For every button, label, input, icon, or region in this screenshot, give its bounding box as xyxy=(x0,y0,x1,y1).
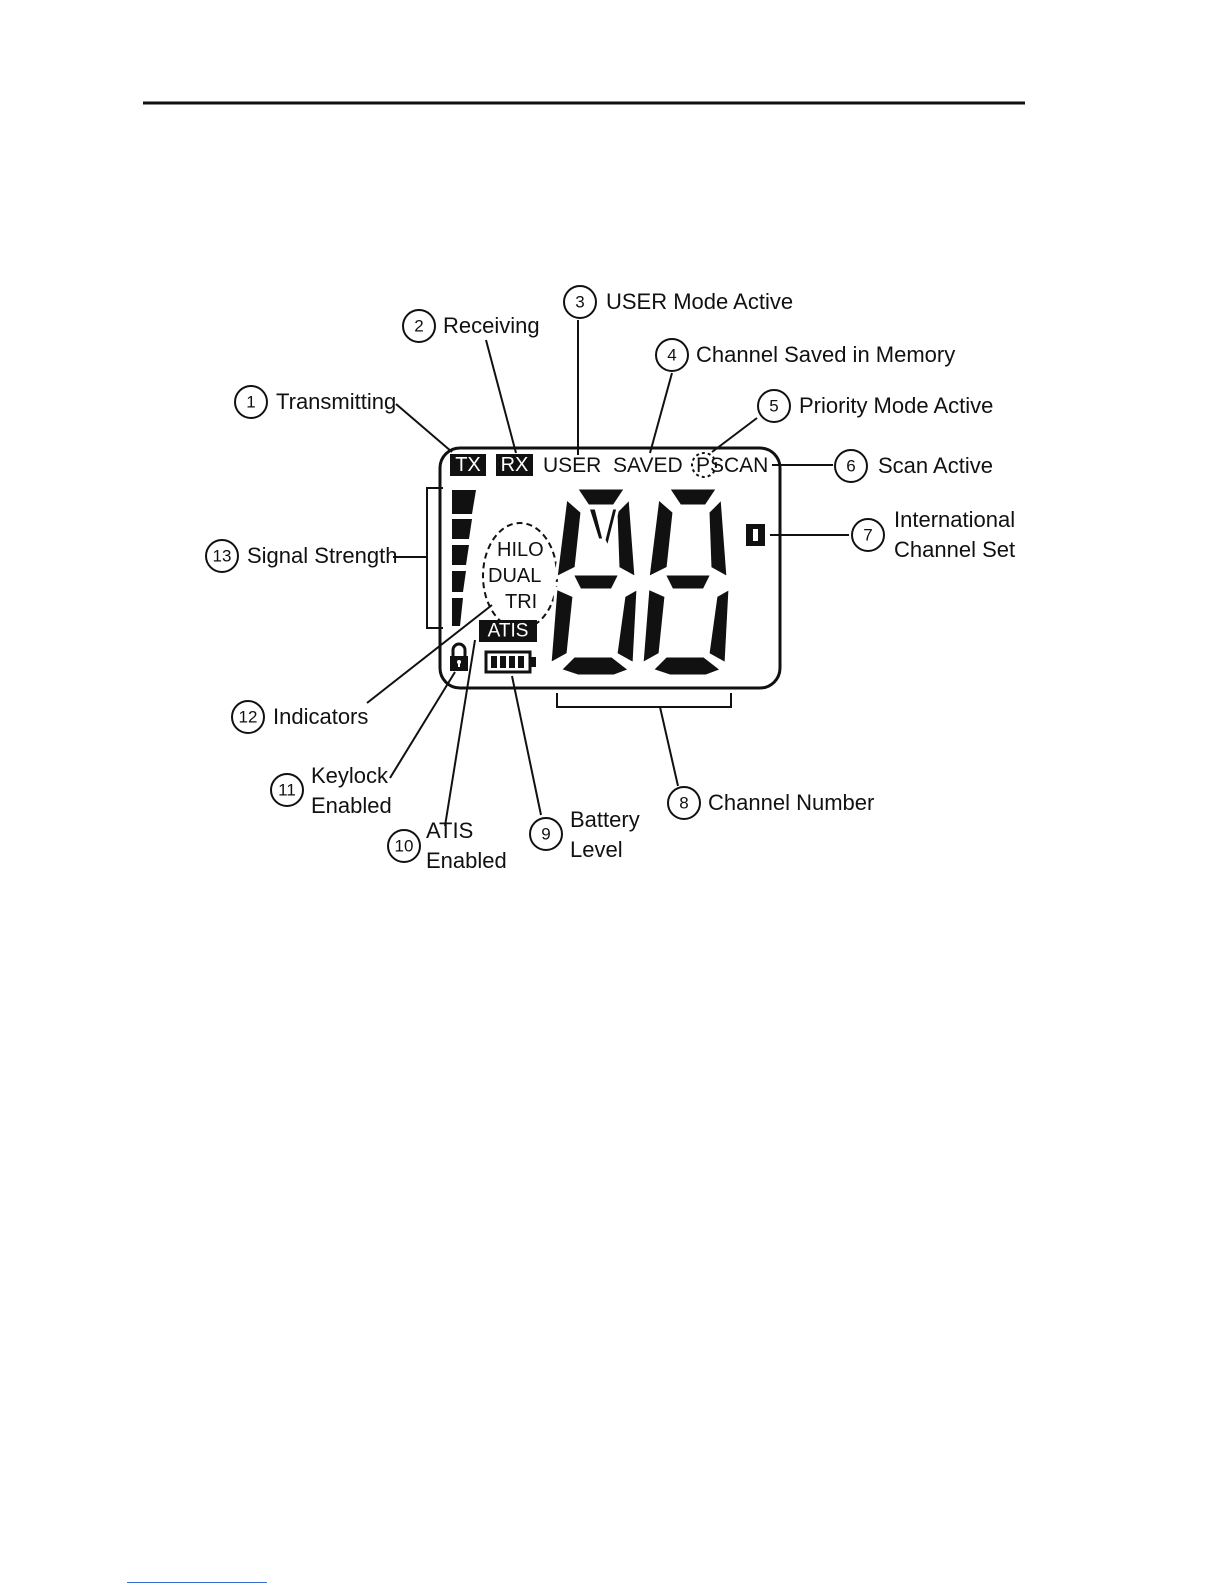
svg-text:8: 8 xyxy=(679,794,688,813)
svg-text:6: 6 xyxy=(846,457,855,476)
international-channel-icon xyxy=(746,524,765,546)
callout-1: 1 Transmitting xyxy=(235,386,396,418)
svg-text:Keylock: Keylock xyxy=(311,763,389,788)
callout-10: 10 ATIS Enabled xyxy=(388,818,507,873)
svg-text:13: 13 xyxy=(213,547,232,566)
scan-indicator: SCAN xyxy=(710,454,768,477)
callout-13: 13 Signal Strength xyxy=(206,540,397,572)
saved-indicator: SAVED xyxy=(613,454,683,477)
svg-text:RX: RX xyxy=(501,454,529,476)
callout-3: 3 USER Mode Active xyxy=(564,286,793,318)
svg-text:1: 1 xyxy=(246,393,255,412)
atis-indicator: ATIS xyxy=(479,620,537,642)
svg-text:9: 9 xyxy=(541,825,550,844)
callout-4: 4 Channel Saved in Memory xyxy=(656,339,955,371)
channel-digits xyxy=(550,488,730,676)
svg-text:5: 5 xyxy=(769,397,778,416)
lock-icon xyxy=(450,644,468,671)
svg-text:Level: Level xyxy=(570,837,623,862)
tri-indicator: TRI xyxy=(505,591,537,613)
user-indicator: USER xyxy=(543,454,601,477)
svg-text:11: 11 xyxy=(278,781,296,800)
dual-indicator: DUAL xyxy=(488,565,541,587)
svg-text:Enabled: Enabled xyxy=(426,848,507,873)
callout-5: 5 Priority Mode Active xyxy=(758,390,993,422)
svg-text:Signal Strength: Signal Strength xyxy=(247,543,397,568)
svg-text:12: 12 xyxy=(239,708,258,727)
svg-text:Indicators: Indicators xyxy=(273,704,368,729)
callout-9: 9 Battery Level xyxy=(530,807,640,862)
hilo-indicator: HILO xyxy=(497,539,544,561)
svg-text:TX: TX xyxy=(455,454,481,476)
svg-text:Receiving: Receiving xyxy=(443,313,540,338)
callout-2: 2 Receiving xyxy=(403,310,540,342)
signal-bars-icon xyxy=(452,490,476,626)
svg-text:Enabled: Enabled xyxy=(311,793,392,818)
svg-text:Channel Set: Channel Set xyxy=(894,537,1015,562)
footer-link-underline xyxy=(127,1582,267,1583)
tx-indicator: TX xyxy=(450,454,486,476)
svg-text:Transmitting: Transmitting xyxy=(276,389,396,414)
svg-text:International: International xyxy=(894,507,1015,532)
battery-icon xyxy=(486,652,536,672)
svg-text:Battery: Battery xyxy=(570,807,640,832)
callout-7: 7 International Channel Set xyxy=(852,507,1015,562)
svg-text:ATIS: ATIS xyxy=(426,818,473,843)
channel-bracket xyxy=(557,693,731,707)
svg-text:4: 4 xyxy=(667,346,676,365)
svg-text:10: 10 xyxy=(395,837,414,856)
priority-indicator: P xyxy=(696,454,710,477)
svg-text:USER Mode Active: USER Mode Active xyxy=(606,289,793,314)
callout-11: 11 Keylock Enabled xyxy=(271,763,392,818)
svg-text:Channel Saved in Memory: Channel Saved in Memory xyxy=(696,342,955,367)
svg-text:2: 2 xyxy=(414,317,423,336)
callout-6: 6 Scan Active xyxy=(835,450,993,482)
svg-text:Scan Active: Scan Active xyxy=(878,453,993,478)
svg-text:ATIS: ATIS xyxy=(488,621,529,642)
callout-8: 8 Channel Number xyxy=(668,787,874,819)
callout-12: 12 Indicators xyxy=(232,701,368,733)
svg-text:7: 7 xyxy=(863,526,872,545)
svg-text:Channel Number: Channel Number xyxy=(708,790,874,815)
rx-indicator: RX xyxy=(496,454,533,476)
svg-text:Priority Mode Active: Priority Mode Active xyxy=(799,393,993,418)
svg-text:3: 3 xyxy=(575,293,584,312)
